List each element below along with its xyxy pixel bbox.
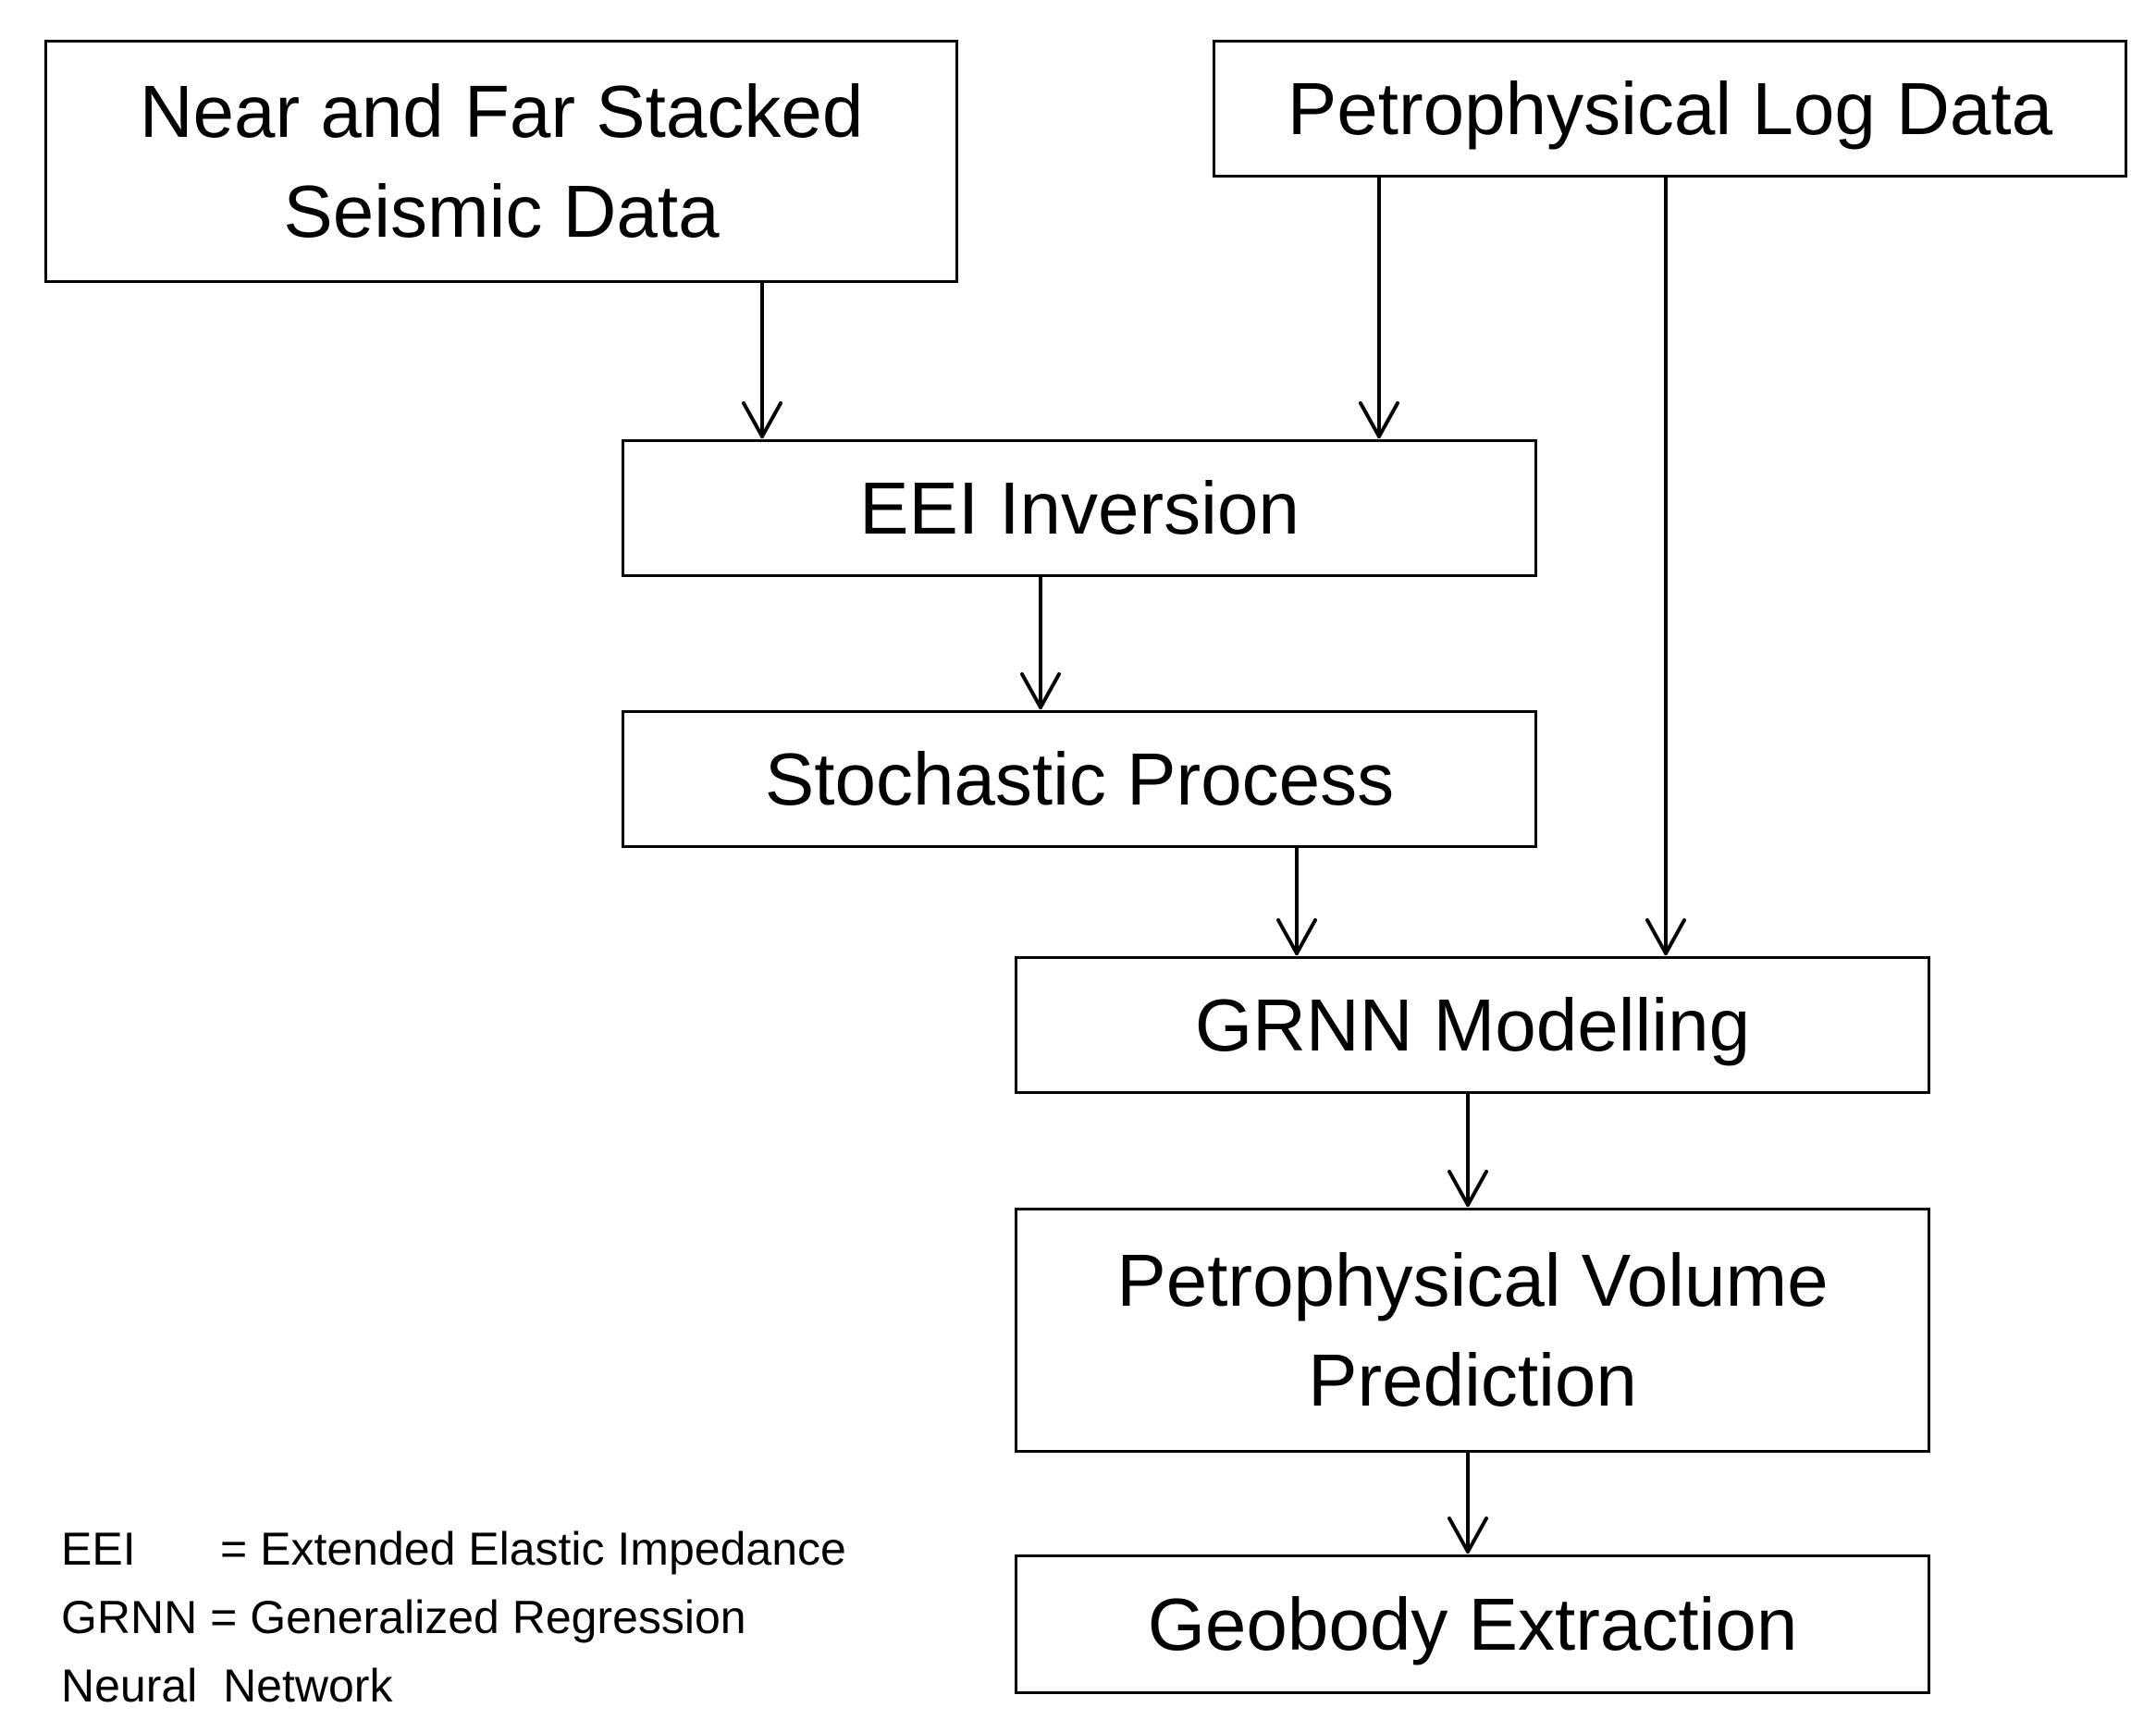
legend-def-grnn-cont: Neural Network [61,1660,393,1712]
node-petrophysical-volume-prediction: Petrophysical Volume Prediction [1015,1208,1930,1453]
node-petvol-line1: Petrophysical Volume [1116,1238,1829,1321]
node-stochastic-process: Stochastic Process [622,710,1537,848]
legend-abbr-eei: EEI [61,1523,136,1575]
abbreviation-legend: EEI = Extended Elastic Impedance GRNN = G… [61,1515,846,1720]
node-eei-inversion: EEI Inversion [622,439,1537,577]
legend-def-eei: = Extended Elastic Impedance [220,1523,846,1575]
node-stochastic-label: Stochastic Process [764,737,1395,820]
legend-row-eei: EEI = Extended Elastic Impedance [61,1515,846,1583]
node-seismic-line1: Near and Far Stacked [139,69,864,153]
node-eei-label: EEI Inversion [859,466,1300,549]
arrow-seismic-to-eei [742,281,782,438]
arrow-petvol-to-geobody [1448,1451,1488,1554]
node-geobody-label: Geobody Extraction [1147,1582,1798,1665]
arrow-eei-to-stochastic [1020,575,1061,709]
node-petvol-line2: Prediction [1308,1338,1637,1421]
arrow-stochastic-to-grnn [1276,846,1317,955]
node-petrophysical-log-data: Petrophysical Log Data [1213,40,2127,178]
legend-row-grnn: GRNN = Generalized Regression [61,1583,846,1652]
node-geobody-extraction: Geobody Extraction [1015,1554,1930,1694]
node-seismic-data: Near and Far Stacked Seismic Data [44,40,958,283]
node-grnn-modelling: GRNN Modelling [1015,956,1930,1094]
legend-abbr-grnn: GRNN [61,1591,198,1643]
arrow-grnn-to-petvol [1448,1092,1488,1207]
node-logdata-label: Petrophysical Log Data [1287,67,2053,150]
node-grnn-label: GRNN Modelling [1194,983,1751,1066]
arrow-logdata-to-grnn [1645,176,1686,955]
legend-row-grnn-cont: Neural Network [61,1652,846,1720]
arrow-logdata-to-eei [1359,176,1399,438]
node-seismic-line2: Seismic Data [283,169,720,252]
legend-def-grnn: = Generalized Regression [210,1591,746,1643]
